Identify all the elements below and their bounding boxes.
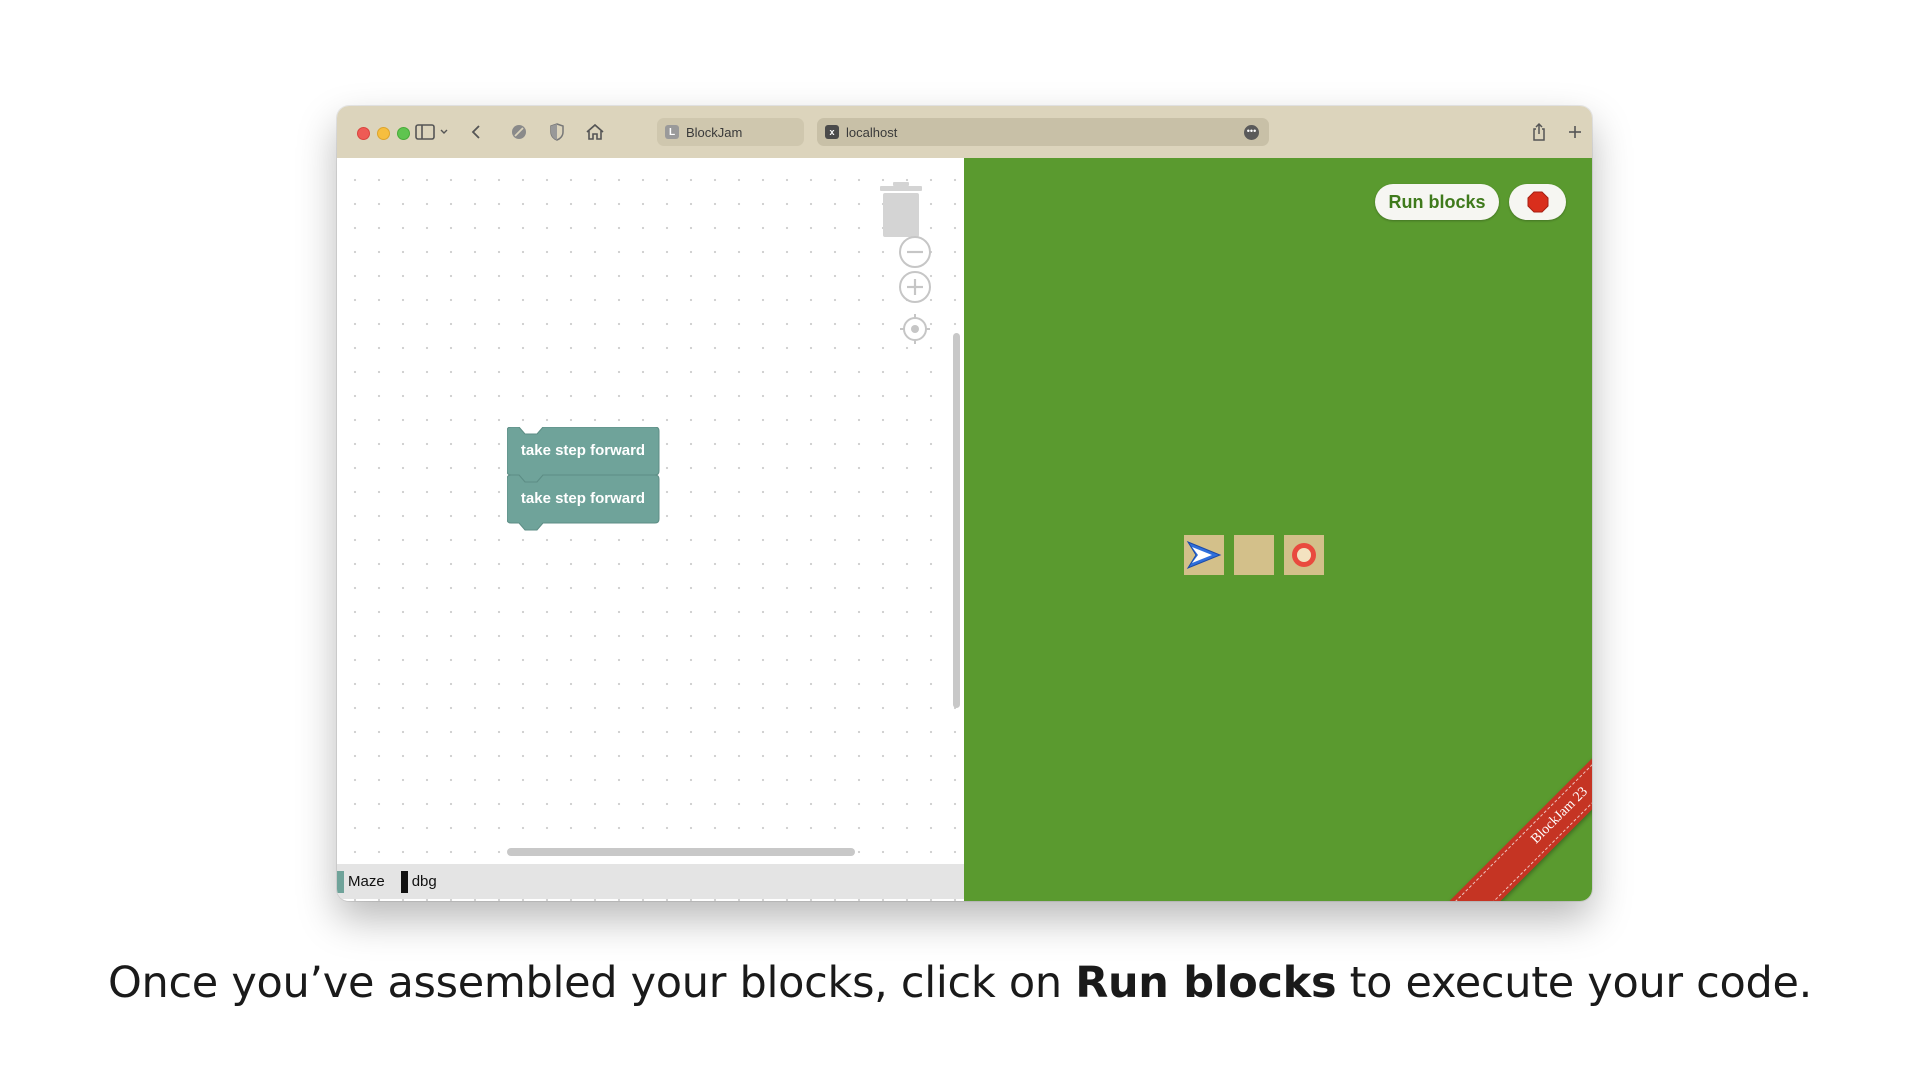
ribbon-text: BlockJam 23 — [1528, 784, 1591, 847]
tab-blockjam[interactable]: L BlockJam — [657, 118, 804, 146]
zoom-in-icon[interactable] — [897, 269, 933, 305]
goal-marker-icon — [1292, 543, 1316, 567]
close-window-button[interactable] — [357, 127, 370, 140]
instruction-caption: Once you’ve assembled your blocks, click… — [0, 958, 1920, 1008]
share-icon[interactable] — [1527, 120, 1551, 144]
trash-can-icon[interactable] — [879, 182, 923, 247]
chevron-down-icon[interactable] — [437, 120, 451, 144]
minimize-window-button[interactable] — [377, 127, 390, 140]
tab-label: BlockJam — [686, 124, 743, 140]
block-take-step-forward-2[interactable]: take step forward — [520, 490, 646, 507]
path-tile — [1234, 535, 1274, 575]
horizontal-scrollbar[interactable] — [507, 848, 855, 856]
home-icon[interactable] — [583, 120, 607, 144]
caption-text-bold: Run blocks — [1075, 958, 1337, 1008]
blockjam-ribbon: BlockJam 23 — [1441, 697, 1592, 901]
blocks-workspace[interactable]: take step forward take step forward Maze… — [337, 158, 964, 901]
category-dbg[interactable]: dbg — [400, 864, 437, 899]
recenter-icon[interactable] — [897, 311, 933, 347]
tab-localhost[interactable]: x localhost ••• — [817, 118, 1269, 146]
zoom-out-icon[interactable] — [897, 234, 933, 270]
category-label: dbg — [411, 873, 437, 890]
shield-icon[interactable] — [545, 120, 569, 144]
caption-text-after: to execute your code. — [1336, 958, 1813, 1008]
caption-text-before: Once you’ve assembled your blocks, click… — [107, 958, 1076, 1008]
back-arrow-icon[interactable] — [464, 120, 488, 144]
tab-favicon: L — [665, 125, 679, 139]
browser-window: L BlockJam x localhost ••• — [337, 106, 1592, 901]
stop-button[interactable] — [1509, 184, 1566, 220]
block-take-step-forward-1[interactable]: take step forward — [520, 442, 646, 459]
maze-game-panel: Run blocks BlockJam 23 — [964, 158, 1592, 901]
sidebar-toggle-icon[interactable] — [413, 120, 437, 144]
tab-label: localhost — [846, 124, 898, 140]
vertical-scrollbar[interactable] — [953, 333, 960, 708]
dbg-color-swatch — [400, 870, 408, 893]
new-tab-icon[interactable] — [1563, 120, 1587, 144]
goal-tile — [1284, 535, 1324, 575]
category-maze[interactable]: Maze — [337, 864, 385, 899]
block-stack[interactable]: take step forward take step forward — [507, 427, 667, 547]
block-extension-icon[interactable] — [507, 120, 531, 144]
player-tile — [1184, 535, 1224, 575]
category-bar: Maze dbg — [337, 864, 964, 899]
run-blocks-button[interactable]: Run blocks — [1375, 184, 1499, 220]
browser-toolbar: L BlockJam x localhost ••• — [337, 106, 1592, 159]
maze-color-swatch — [337, 870, 344, 893]
player-arrow-icon — [1186, 540, 1222, 570]
tab-favicon: x — [825, 125, 839, 139]
category-label: Maze — [348, 873, 385, 890]
zoom-window-button[interactable] — [397, 127, 410, 140]
more-options-icon[interactable]: ••• — [1244, 125, 1259, 140]
stop-icon — [1527, 191, 1548, 213]
